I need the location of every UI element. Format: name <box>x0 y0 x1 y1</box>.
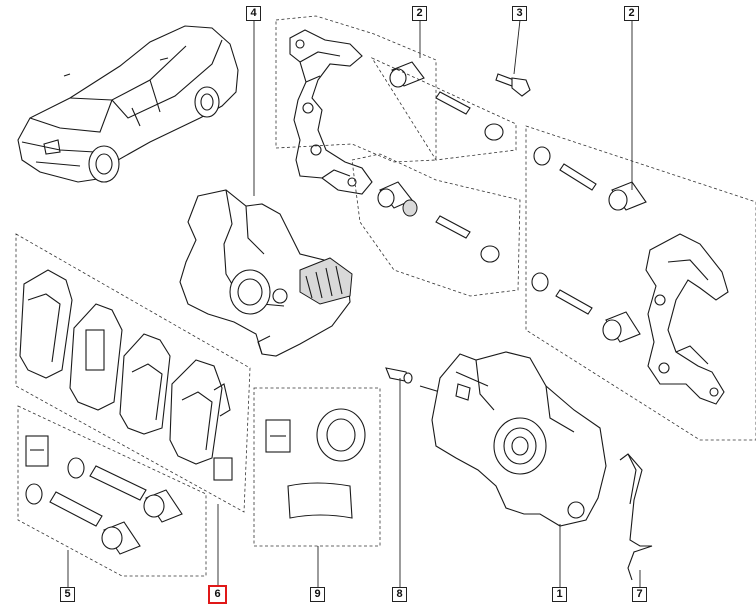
leader-lines <box>67 19 641 588</box>
callout-4[interactable]: 4 <box>246 6 261 21</box>
callout-8[interactable]: 8 <box>392 587 407 602</box>
callout-7[interactable]: 7 <box>632 587 647 602</box>
seal-kit-9 <box>265 408 366 519</box>
callout-6-highlighted[interactable]: 6 <box>208 585 227 604</box>
callout-2-right[interactable]: 2 <box>624 6 639 21</box>
guide-pins-top <box>377 61 504 263</box>
pin-kit-5 <box>25 435 183 555</box>
bolt <box>495 73 531 97</box>
callout-5[interactable]: 5 <box>60 587 75 602</box>
guide-pins-right <box>531 146 647 343</box>
car-illustration <box>17 25 239 183</box>
carrier-bracket-right <box>645 233 729 405</box>
brake-caliper-1 <box>431 351 607 527</box>
brake-pads-6 <box>19 269 233 481</box>
spring-clip-7 <box>619 453 653 581</box>
carrier-bracket-top <box>289 29 373 195</box>
callout-1[interactable]: 1 <box>552 587 567 602</box>
brake-caliper-4 <box>179 189 353 357</box>
callout-2-top[interactable]: 2 <box>412 6 427 21</box>
kit-boundaries <box>15 15 756 577</box>
bleed-screw-8 <box>385 367 441 393</box>
callout-9[interactable]: 9 <box>310 587 325 602</box>
callout-3[interactable]: 3 <box>512 6 527 21</box>
